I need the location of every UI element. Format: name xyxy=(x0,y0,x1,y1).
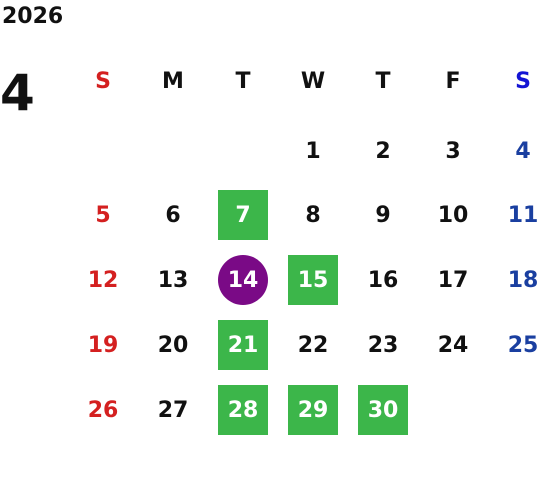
day-cell[interactable]: 2 xyxy=(358,126,408,176)
day-cell-highlighted[interactable]: 29 xyxy=(288,385,338,435)
day-cell[interactable]: 13 xyxy=(148,255,198,305)
day-number: 11 xyxy=(507,202,539,228)
day-cell-selected[interactable]: 14 xyxy=(218,255,268,305)
day-cell-highlighted[interactable]: 15 xyxy=(288,255,338,305)
day-cell[interactable]: 5 xyxy=(78,190,128,240)
day-cell-highlighted[interactable]: 30 xyxy=(358,385,408,435)
day-cell[interactable]: 17 xyxy=(428,255,478,305)
day-number: 21 xyxy=(227,332,259,358)
day-number: 10 xyxy=(437,202,469,228)
day-cell-highlighted[interactable]: 7 xyxy=(218,190,268,240)
day-cell[interactable]: 19 xyxy=(78,320,128,370)
day-number: 4 xyxy=(515,138,531,164)
day-number: 8 xyxy=(305,202,321,228)
day-cell[interactable]: 26 xyxy=(78,385,128,435)
day-number: 27 xyxy=(157,397,189,423)
day-cell[interactable]: 4 xyxy=(498,126,548,176)
day-number: 20 xyxy=(157,332,189,358)
weekday-header-wed: W xyxy=(300,68,326,94)
day-number: 16 xyxy=(367,267,399,293)
day-cell[interactable]: 3 xyxy=(428,126,478,176)
day-number: 9 xyxy=(375,202,391,228)
day-cell[interactable]: 11 xyxy=(498,190,548,240)
day-cell-highlighted[interactable]: 21 xyxy=(218,320,268,370)
day-number: 7 xyxy=(235,202,251,228)
day-cell-highlighted[interactable]: 28 xyxy=(218,385,268,435)
day-number: 24 xyxy=(437,332,469,358)
day-number: 12 xyxy=(87,267,119,293)
day-cell[interactable]: 10 xyxy=(428,190,478,240)
day-cell[interactable]: 22 xyxy=(288,320,338,370)
day-number: 28 xyxy=(227,397,259,423)
day-cell[interactable]: 24 xyxy=(428,320,478,370)
day-number: 14 xyxy=(227,267,259,293)
day-cell[interactable]: 12 xyxy=(78,255,128,305)
day-number: 1 xyxy=(305,138,321,164)
weekday-header-sun: S xyxy=(95,68,111,94)
month-label: 4 xyxy=(0,64,35,122)
day-number: 13 xyxy=(157,267,189,293)
day-number: 19 xyxy=(87,332,119,358)
day-cell[interactable]: 18 xyxy=(498,255,548,305)
day-number: 5 xyxy=(95,202,111,228)
day-number: 23 xyxy=(367,332,399,358)
day-number: 29 xyxy=(297,397,329,423)
weekday-header-mon: M xyxy=(162,68,184,94)
day-number: 3 xyxy=(445,138,461,164)
day-cell[interactable]: 6 xyxy=(148,190,198,240)
day-number: 22 xyxy=(297,332,329,358)
day-number: 17 xyxy=(437,267,469,293)
weekday-header-thu: T xyxy=(375,68,391,94)
day-cell[interactable]: 9 xyxy=(358,190,408,240)
day-cell[interactable]: 27 xyxy=(148,385,198,435)
day-cell[interactable]: 16 xyxy=(358,255,408,305)
weekday-header-sat: S xyxy=(515,68,531,94)
day-number: 6 xyxy=(165,202,181,228)
day-cell[interactable]: 25 xyxy=(498,320,548,370)
day-cell[interactable]: 23 xyxy=(358,320,408,370)
day-cell[interactable]: 20 xyxy=(148,320,198,370)
day-number: 18 xyxy=(507,267,539,293)
day-number: 25 xyxy=(507,332,539,358)
day-cell[interactable]: 8 xyxy=(288,190,338,240)
day-number: 15 xyxy=(297,267,329,293)
day-number: 26 xyxy=(87,397,119,423)
day-cell[interactable]: 1 xyxy=(288,126,338,176)
year-label: 2026 xyxy=(2,4,64,29)
day-number: 2 xyxy=(375,138,391,164)
day-number: 30 xyxy=(367,397,399,423)
weekday-header-tue: T xyxy=(235,68,251,94)
weekday-header-fri: F xyxy=(445,68,461,94)
